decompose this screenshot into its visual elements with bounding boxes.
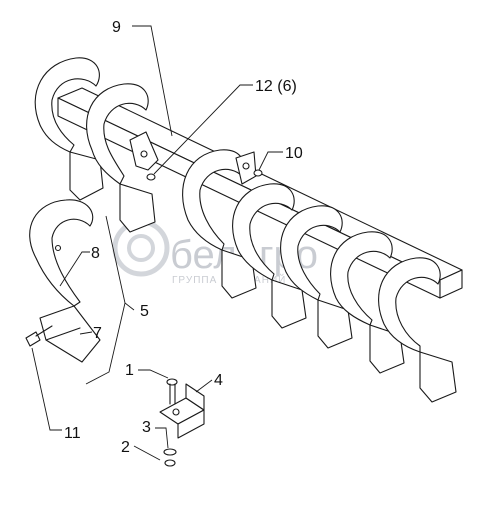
callout-1: 1: [125, 362, 134, 379]
callout-9: 9: [112, 19, 121, 36]
callout-numbers: 9 12 (6) 10 8 5 7 1 4 3 2 11: [64, 19, 303, 456]
callout-5: 5: [140, 303, 149, 320]
callout-10: 10: [285, 145, 303, 162]
spare-tine-8: [29, 199, 94, 307]
callout-2: 2: [121, 439, 130, 456]
bolt-11: [25, 325, 53, 347]
spring-tines: [34, 57, 441, 353]
callout-11: 11: [64, 425, 81, 442]
callout-7: 7: [93, 325, 102, 342]
bolt-1: [166, 378, 178, 405]
pins: [146, 169, 263, 181]
leader-lines: [31, 25, 283, 461]
clamp-bracket-4: [159, 383, 205, 439]
tooth-blades: [69, 151, 457, 403]
callout-8: 8: [91, 245, 100, 262]
callout-3: 3: [142, 419, 151, 436]
callout-4: 4: [214, 372, 223, 389]
spare-blade-7: [39, 305, 101, 363]
callout-12: 12 (6): [255, 78, 297, 95]
nut-and-washer: [163, 448, 177, 467]
